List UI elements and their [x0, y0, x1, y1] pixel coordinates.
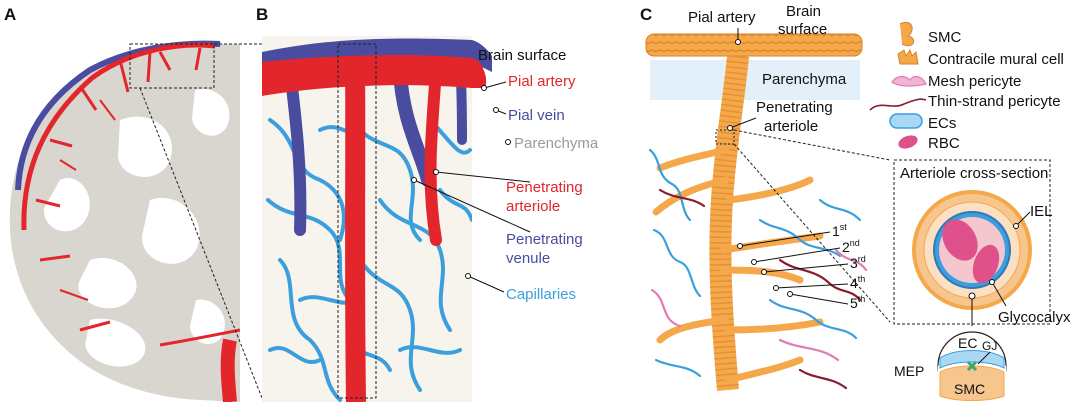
legend-mesh-pericyte: Mesh pericyte: [928, 73, 1021, 90]
branch-vessels-c: [652, 146, 824, 384]
ec-icon: [889, 113, 923, 129]
rbc-icon: [898, 135, 918, 149]
label-penetrating-arteriole-1-b: Penetrating: [506, 179, 583, 196]
label-pial-artery-c: Pial artery: [688, 9, 756, 26]
zoom-box-a: [129, 43, 215, 89]
label-glycocalyx: Glycocalyx: [998, 309, 1071, 326]
arteriole-cross-section: Arteriole cross-section IEL Glycocalyx: [893, 159, 1071, 326]
label-parenchyma-c: Parenchyma: [762, 71, 847, 88]
label-capillaries-b: Capillaries: [506, 286, 576, 303]
pial-artery-end: [472, 58, 486, 88]
label-gj: GJ: [982, 339, 997, 353]
label-mep: MEP: [894, 363, 924, 379]
panel-c-letter: C: [640, 5, 652, 24]
label-penetrating-arteriole-c-2: arteriole: [764, 118, 818, 135]
zoom-box-c: [715, 129, 735, 145]
legend-rbc: RBC: [928, 135, 960, 152]
legend-contractile: Contracile mural cell: [928, 51, 1064, 68]
mesh-pericyte-icon: [891, 75, 927, 87]
ec-smc-junction-zoom: EC GJ MEP SMC: [894, 331, 1007, 402]
label-penetrating-arteriole-2-b: arteriole: [506, 198, 560, 215]
order-2-label: 2nd: [842, 238, 860, 255]
cross-section-title: Arteriole cross-section: [900, 165, 1048, 182]
panel-a: A: [4, 5, 263, 402]
legend-ecs: ECs: [928, 115, 956, 132]
pial-artery-c: [645, 33, 863, 57]
label-pial-artery-b: Pial artery: [508, 73, 576, 90]
thin-strand-pericyte-icon: [869, 98, 927, 111]
panel-a-letter: A: [4, 5, 16, 24]
label-ec: EC: [958, 335, 977, 351]
legend: SMC Contracile mural cell Mesh pericyte …: [869, 22, 1064, 152]
order-3-label: 3rd: [850, 254, 866, 271]
label-brain-surface-b: Brain surface: [478, 47, 566, 64]
label-iel: IEL: [1030, 203, 1053, 220]
label-parenchyma-b: Parenchyma: [514, 135, 599, 152]
order-4-label: 4th: [850, 274, 865, 291]
order-5-label: 5th: [850, 294, 865, 311]
zoom-line-bottom: [139, 87, 263, 399]
label-smc-junction: SMC: [954, 381, 985, 397]
smc-icon: [899, 22, 915, 47]
label-brain-surface-c-1: Brain: [786, 3, 821, 20]
label-penetrating-venule-1-b: Penetrating: [506, 231, 583, 248]
label-penetrating-venule-2-b: venule: [506, 250, 550, 267]
branch-order-labels: 1st 2nd 3rd 4th 5th: [737, 222, 866, 311]
panel-b: B: [256, 5, 599, 402]
panel-b-letter: B: [256, 5, 268, 24]
label-penetrating-arteriole-c-1: Penetrating: [756, 99, 833, 116]
legend-thin-strand: Thin-strand pericyte: [928, 93, 1061, 110]
zoom-box-b: [337, 43, 377, 399]
brain-hemisphere-illustration: [9, 40, 240, 402]
cortex-vessels-illustration: [262, 36, 472, 402]
order-1-label: 1st: [832, 222, 847, 239]
label-brain-surface-c-2: surface: [778, 21, 827, 38]
parenchyma-band: [650, 60, 860, 100]
contractile-mural-cell-icon: [897, 48, 919, 65]
panel-c: C: [640, 3, 1071, 402]
label-pial-vein-b: Pial vein: [508, 107, 565, 124]
legend-smc: SMC: [928, 29, 962, 46]
